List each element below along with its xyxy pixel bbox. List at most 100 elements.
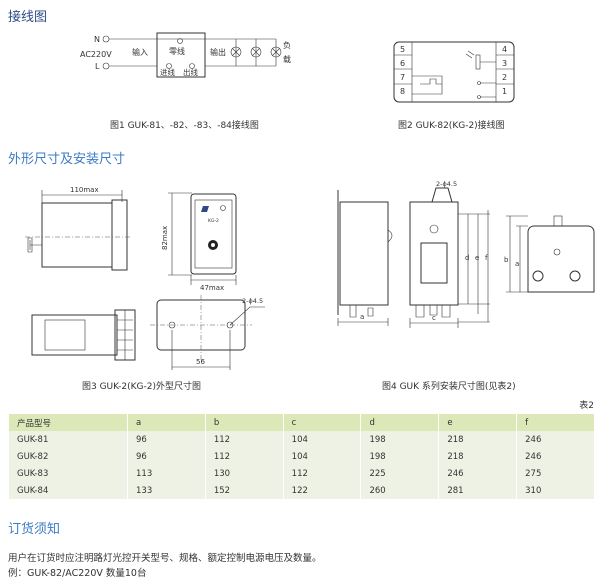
cell: 152 xyxy=(205,482,283,499)
cell: 246 xyxy=(517,431,594,448)
pin-8: 8 xyxy=(400,87,405,96)
cell: 130 xyxy=(205,465,283,482)
cell: 198 xyxy=(361,448,439,465)
switch-box xyxy=(156,32,206,78)
cell: GUK-84 xyxy=(9,482,127,499)
terminal-l xyxy=(102,62,110,70)
dim-f: f xyxy=(485,254,488,262)
cell: 112 xyxy=(205,431,283,448)
dim-c: c xyxy=(432,314,436,322)
header-model: 产品型号 xyxy=(9,414,127,431)
fig3-outline-drawing: 110max 82max KG-2 47max 2-ϕ4.5 56 xyxy=(25,186,265,370)
header-c: c xyxy=(283,414,361,431)
pin-7: 7 xyxy=(400,73,405,82)
dim-82max: 82max xyxy=(161,226,169,250)
dim-a-back: a xyxy=(515,260,519,268)
fig4-caption: 图4 GUK 系列安装尺寸图(见表2) xyxy=(382,382,516,392)
cell: 104 xyxy=(283,448,361,465)
cell: 96 xyxy=(128,448,205,465)
cell: GUK-83 xyxy=(9,465,127,482)
label-load-2: 载 xyxy=(283,54,291,64)
section-heading-dimensions: 外形尺寸及安装尺寸 xyxy=(8,152,126,167)
front-view xyxy=(190,193,237,275)
front-view xyxy=(409,201,459,306)
cell: 122 xyxy=(283,482,361,499)
pin-2: 2 xyxy=(502,73,507,82)
ordering-text-2: 例：GUK-82/AC220V 数量10台 xyxy=(8,568,147,579)
side-view xyxy=(41,202,113,268)
label-neutral: 零线 xyxy=(169,46,185,56)
dim-hole: 2-ϕ4.5 xyxy=(436,180,457,188)
header-e: e xyxy=(439,414,517,431)
label-out-line: 出线 xyxy=(183,67,198,77)
bottom-view xyxy=(31,314,118,356)
logo-icon xyxy=(201,206,209,212)
dim-b: b xyxy=(504,256,509,264)
cell: GUK-81 xyxy=(9,431,127,448)
cell: 218 xyxy=(439,431,517,448)
label-l: L xyxy=(95,62,100,71)
fig3-caption: 图3 GUK-2(KG-2)外型尺寸图 xyxy=(82,382,201,392)
label-in-line: 进线 xyxy=(160,67,175,77)
lamp-icons xyxy=(230,39,282,66)
cell: 112 xyxy=(283,465,361,482)
label-load-1: 负 xyxy=(283,40,291,50)
section-heading-ordering: 订货须知 xyxy=(8,522,61,537)
device-label: KG-2 xyxy=(208,218,219,224)
fig1-wiring-diagram: N AC220V L 输入 零线 进线 出线 输出 负 载 xyxy=(80,32,291,78)
cell: GUK-82 xyxy=(9,448,127,465)
header-f: f xyxy=(517,414,594,431)
cell: 246 xyxy=(439,465,517,482)
dim-56: 56 xyxy=(196,358,205,366)
side-view xyxy=(339,201,389,306)
fig1-caption: 图1 GUK-81、-82、-83、-84接线图 xyxy=(110,121,259,131)
relay-contacts xyxy=(412,75,443,95)
fig2-caption: 图2 GUK-82(KG-2)接线图 xyxy=(398,121,505,131)
label-input: 输入 xyxy=(132,47,148,57)
cell: 104 xyxy=(283,431,361,448)
photo-sensor-icon xyxy=(475,54,481,70)
label-output: 输出 xyxy=(210,47,226,57)
cell: 225 xyxy=(361,465,439,482)
pin-5: 5 xyxy=(400,45,405,54)
pin-6: 6 xyxy=(400,59,405,68)
cell: 281 xyxy=(439,482,517,499)
back-view xyxy=(527,225,595,293)
cell: 218 xyxy=(439,448,517,465)
cell: 260 xyxy=(361,482,439,499)
nameplate xyxy=(420,242,448,284)
dim-e: e xyxy=(475,254,479,262)
pin-3: 3 xyxy=(502,59,507,68)
fig2-wiring-diagram: 5 6 7 8 4 3 2 1 xyxy=(393,41,515,103)
dim-hole: 2-ϕ4.5 xyxy=(242,297,263,305)
header-d: d xyxy=(361,414,439,431)
fig4-installation-drawing: a 2-ϕ4.5 c d e f b a xyxy=(337,180,595,328)
dim-110max: 110max xyxy=(70,186,99,194)
cell: 133 xyxy=(128,482,205,499)
section-heading-wiring: 接线图 xyxy=(8,10,48,25)
cell: 113 xyxy=(128,465,205,482)
cell: 96 xyxy=(128,431,205,448)
dim-d: d xyxy=(465,254,469,262)
pin-1: 1 xyxy=(502,87,507,96)
cell: 275 xyxy=(517,465,594,482)
cell: 198 xyxy=(361,431,439,448)
dim-47max: 47max xyxy=(200,284,224,292)
ordering-text-1: 用户在订货时应注明路灯光控开关型号、规格、额定控制电源电压及数量。 xyxy=(8,553,322,564)
header-b: b xyxy=(205,414,283,431)
terminal-n xyxy=(102,35,110,43)
header-a: a xyxy=(128,414,205,431)
dim-a: a xyxy=(360,313,364,321)
cell: 310 xyxy=(517,482,594,499)
label-n: N xyxy=(94,35,100,44)
cell: 112 xyxy=(205,448,283,465)
label-ac220v: AC220V xyxy=(80,50,112,59)
cell: 246 xyxy=(517,448,594,465)
table-header: 产品型号 a b c d e f xyxy=(9,414,594,431)
